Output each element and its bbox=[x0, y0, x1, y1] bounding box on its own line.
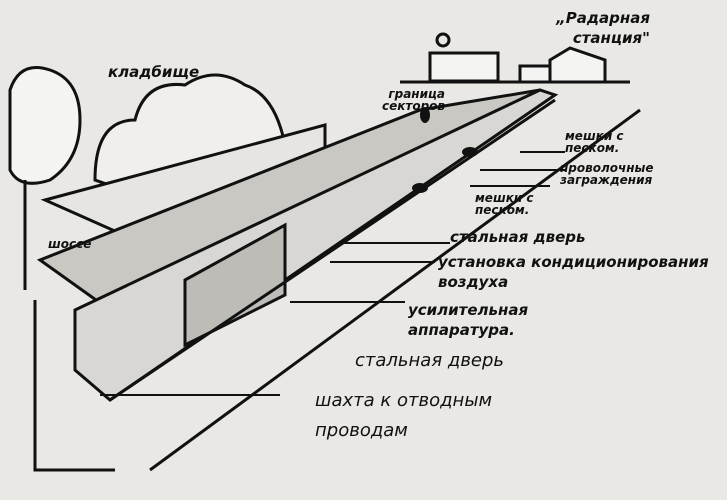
label-steel-door-1: стальная дверь bbox=[450, 228, 586, 246]
label-wire-barrier: проволочные заграждения bbox=[560, 161, 654, 187]
border-marker bbox=[420, 107, 430, 123]
label-air-conditioning: установка кондиционирования воздуха bbox=[438, 253, 709, 291]
label-sandbags-1: мешки с песком. bbox=[565, 129, 624, 155]
amplifier-chamber bbox=[183, 222, 287, 348]
label-shaft: шахта к отводным проводам bbox=[315, 390, 493, 441]
label-radar-station: „Радарная станция" bbox=[556, 9, 650, 47]
sandbag bbox=[462, 147, 478, 157]
tree-left bbox=[8, 66, 82, 185]
station-building bbox=[518, 46, 607, 84]
sandbag bbox=[412, 183, 428, 193]
label-highway: шоссе bbox=[48, 237, 92, 251]
label-sector-border: граница секторов bbox=[381, 87, 445, 113]
radar-dish bbox=[435, 32, 451, 48]
label-steel-door-2: стальная дверь bbox=[355, 350, 505, 371]
label-amplifier: усилительная аппаратура. bbox=[408, 301, 529, 339]
radar-building bbox=[428, 51, 500, 83]
shaft-line bbox=[33, 300, 115, 472]
label-sandbags-2: мешки с песком. bbox=[475, 191, 534, 217]
label-cemetery: кладбище bbox=[108, 63, 200, 81]
leader-lines bbox=[100, 151, 565, 396]
